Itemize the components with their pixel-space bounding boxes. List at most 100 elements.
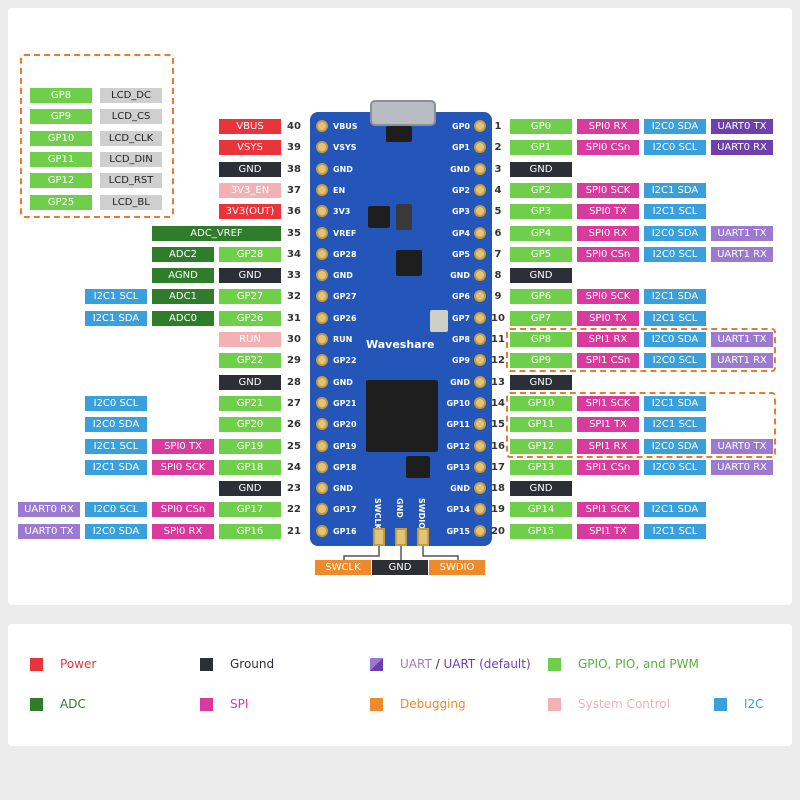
pin-function-label: I2C0 SDA	[644, 225, 706, 241]
pin-pad	[316, 460, 328, 473]
pin-pad	[474, 183, 486, 196]
debug-pad-gnd	[395, 528, 407, 546]
legend-adc-swatch	[30, 698, 43, 711]
pin-function-label: SPI0 CSn	[577, 246, 639, 262]
pin-function-label: I2C0 SCL	[644, 353, 706, 369]
board-pin-label: RUN	[333, 335, 353, 344]
board-pin-label: GP3	[452, 207, 470, 217]
pin-function-label: I2C1 SCL	[85, 438, 147, 454]
legend-uart-label: UART / UART (default)	[400, 657, 531, 671]
pin-number: 27	[287, 397, 301, 409]
pin-function-label: AGND	[152, 268, 214, 284]
board-pin-label: GP2	[452, 185, 470, 195]
pin-number: 18	[491, 483, 505, 495]
pin-pad	[316, 311, 328, 324]
pin-pad	[316, 183, 328, 196]
pin-function-label: VBUS	[219, 119, 281, 134]
pin-function-label: 3V3_EN	[219, 182, 281, 198]
board-pin-label: GP0	[452, 122, 470, 131]
pin-function-label: SPI0 RX	[152, 523, 214, 539]
pin-number: 6	[494, 227, 502, 239]
pin-function-label: GP13	[510, 459, 572, 475]
pin-function-label: GP3	[510, 204, 572, 220]
pin-function-label: UART0 TX	[18, 523, 80, 539]
legend-i2c-swatch	[714, 698, 727, 711]
regulator-chip	[386, 126, 412, 142]
pin-number: 11	[491, 334, 505, 345]
pin-function-label: GP2	[510, 182, 572, 198]
pin-pad	[316, 247, 328, 260]
pin-function-label: I2C0 SCL	[85, 502, 147, 518]
board-pin-label: GP19	[333, 441, 357, 451]
pin-pad	[316, 375, 328, 388]
pin-function-label: UART0 RX	[711, 459, 773, 475]
pin-pad	[474, 226, 486, 239]
pin-function-label: UART1 TX	[711, 332, 773, 347]
pin-function-label: I2C0 SDA	[644, 438, 706, 454]
board-pin-label: 3V3	[333, 207, 351, 217]
pin-function-label: I2C0 SCL	[644, 459, 706, 475]
pin-pad	[474, 120, 486, 132]
pin-function-label: GP8	[510, 332, 572, 347]
legend-uart-swatch	[370, 658, 383, 671]
legend-sysctl-label: System Control	[578, 697, 670, 711]
board-pin-label: GP28	[333, 249, 357, 259]
board-pin-label: GP12	[446, 441, 470, 451]
pin-pad	[316, 503, 328, 516]
pin-function-label: I2C1 SCL	[644, 310, 706, 326]
pin-function-label: RUN	[219, 332, 281, 347]
pin-number: 35	[287, 227, 301, 239]
pin-function-label: I2C0 SDA	[85, 523, 147, 539]
usb-c-connector	[370, 100, 436, 126]
pin-number: 21	[287, 525, 301, 537]
pin-function-label: GP26	[219, 310, 281, 326]
legend-i2c-label: I2C	[744, 697, 764, 711]
pin-function-label: UART1 RX	[711, 246, 773, 262]
legend-power-label: Power	[60, 657, 97, 671]
pin-number: 34	[287, 248, 301, 260]
pin-function-label: I2C1 SDA	[644, 502, 706, 518]
rp2040-mcu	[366, 380, 438, 452]
osc-chip	[430, 310, 448, 332]
lcd-pin-box	[20, 54, 174, 218]
pin-function-label: GND	[219, 268, 281, 284]
pin-function-label: I2C1 SDA	[85, 459, 147, 475]
pin-number: 39	[287, 142, 301, 154]
pin-function-label: GP7	[510, 310, 572, 326]
board-pin-label: GP11	[446, 420, 470, 430]
pin-pad	[474, 290, 486, 303]
legend-panel	[8, 624, 792, 746]
board-pin-label: GND	[333, 271, 353, 281]
pin-number: 32	[287, 291, 301, 303]
pin-function-label: SPI1 TX	[577, 523, 639, 539]
pin-function-label: GP14	[510, 502, 572, 518]
pin-function-label: GP21	[219, 395, 281, 411]
pin-pad	[474, 482, 486, 495]
pin-pad	[316, 120, 328, 132]
pin-function-label: GND	[219, 481, 281, 497]
board-pin-label: GP26	[333, 313, 357, 323]
pin-pad	[474, 354, 486, 367]
pin-function-label: I2C0 SCL	[644, 140, 706, 156]
pin-function-label: GP18	[219, 459, 281, 475]
pin-function-label: SPI0 TX	[577, 204, 639, 220]
pin-number: 16	[491, 440, 505, 452]
pin-pad	[474, 311, 486, 324]
pin-function-label: ADC_VREF	[152, 225, 281, 241]
board-pin-label: GP4	[452, 228, 470, 238]
pin-pad	[316, 162, 328, 175]
pin-function-label: I2C1 SCL	[644, 523, 706, 539]
pin-pad	[474, 269, 486, 282]
board-pin-label: GP7	[452, 313, 470, 323]
pin-function-label: GND	[510, 268, 572, 284]
pin-function-label: SPI1 SCK	[577, 395, 639, 411]
legend-gpio-label: GPIO, PIO, and PWM	[578, 657, 699, 671]
pin-pad	[316, 333, 328, 345]
button-chip	[406, 456, 430, 478]
pin-function-label: I2C0 SDA	[85, 417, 147, 433]
pin-function-label: VSYS	[219, 140, 281, 156]
lcd-gp-label: GP8	[30, 88, 92, 103]
pin-function-label: GND	[510, 374, 572, 390]
pin-function-label: GP20	[219, 417, 281, 433]
lcd-function-label: LCD_CS	[100, 109, 162, 125]
